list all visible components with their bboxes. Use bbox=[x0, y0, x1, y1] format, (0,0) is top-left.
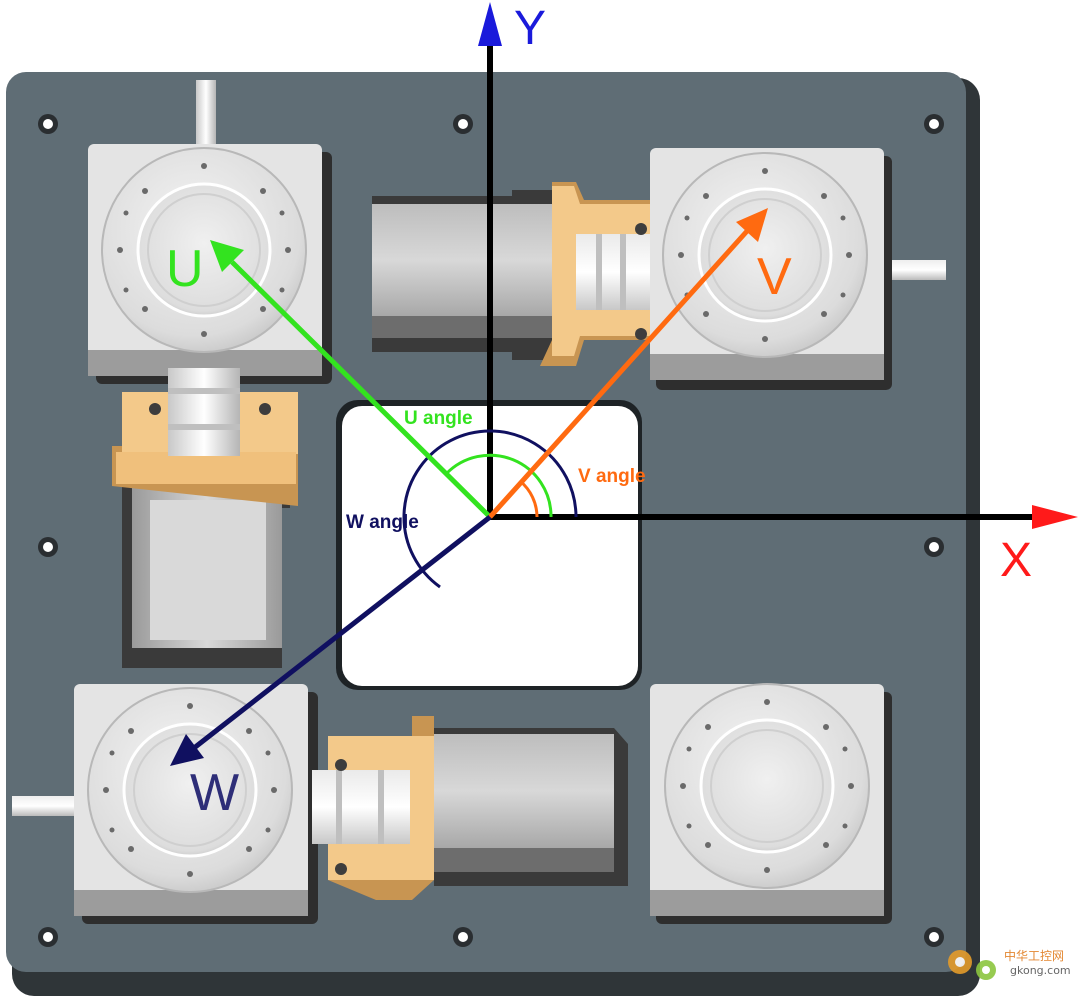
motor-bottom bbox=[312, 716, 628, 900]
screw-hole bbox=[38, 927, 58, 947]
flange-inner bbox=[697, 187, 833, 323]
flange-ring bbox=[708, 198, 822, 312]
screw-hole bbox=[38, 537, 58, 557]
flange-inner bbox=[122, 722, 258, 858]
motor-face bbox=[150, 500, 266, 640]
bolt-circle bbox=[103, 703, 277, 877]
watermark: 中华工控网 gkong.com bbox=[948, 948, 1071, 980]
module-w bbox=[12, 684, 318, 924]
flange-inner bbox=[136, 182, 272, 318]
screw-holes bbox=[38, 114, 944, 947]
screw-hole bbox=[453, 927, 473, 947]
shaft-w bbox=[12, 796, 78, 816]
coupling bbox=[312, 770, 410, 844]
coupling-groove bbox=[596, 234, 602, 310]
w-vector-line bbox=[192, 515, 492, 750]
w-vector-arrowhead bbox=[170, 734, 204, 766]
screw-hole bbox=[453, 114, 473, 134]
labels: U V W U angle V angle W angle bbox=[166, 240, 792, 822]
v-label: V bbox=[757, 248, 792, 306]
bolt bbox=[335, 863, 347, 875]
v-angle-label: V angle bbox=[578, 466, 646, 487]
y-axis-arrowhead bbox=[478, 2, 502, 46]
y-axis-label: Y bbox=[514, 2, 546, 55]
module-side bbox=[74, 890, 308, 916]
motor-side bbox=[372, 316, 552, 338]
coupling-groove bbox=[168, 424, 240, 430]
coupling-groove bbox=[336, 770, 342, 844]
shaft-u bbox=[196, 80, 216, 148]
coupling-groove bbox=[378, 770, 384, 844]
w-angle-label: W angle bbox=[346, 512, 419, 533]
coupling-groove bbox=[168, 388, 240, 394]
gear-icon bbox=[948, 950, 996, 980]
motor-body bbox=[434, 734, 614, 848]
module-u bbox=[88, 80, 332, 384]
u-label: U bbox=[166, 240, 204, 298]
w-label: W bbox=[190, 764, 239, 822]
w-angle-arc bbox=[402, 429, 578, 589]
flange-ring bbox=[147, 193, 261, 307]
motor-top bbox=[372, 182, 650, 366]
v-vector-line bbox=[488, 228, 750, 519]
x-axis-label: X bbox=[1000, 534, 1032, 587]
bolt bbox=[149, 403, 161, 415]
coupling bbox=[168, 368, 240, 456]
x-axis-arrowhead bbox=[1032, 505, 1078, 529]
u-angle-label: U angle bbox=[404, 408, 473, 429]
module-passive bbox=[650, 683, 892, 924]
motor-body bbox=[372, 204, 552, 316]
coupling-flange bbox=[116, 452, 296, 484]
bolt-circle bbox=[117, 163, 291, 337]
flange-inner bbox=[699, 718, 835, 854]
u-vector-arrowhead bbox=[210, 240, 244, 272]
coupling-groove bbox=[620, 234, 626, 310]
bolt-circle bbox=[680, 699, 854, 873]
module-v bbox=[650, 148, 946, 390]
module-side bbox=[650, 354, 884, 380]
screw-hole bbox=[924, 114, 944, 134]
watermark-url: gkong.com bbox=[1010, 964, 1071, 977]
screw-hole bbox=[924, 927, 944, 947]
shaft-v bbox=[884, 260, 946, 280]
bolt bbox=[635, 328, 647, 340]
screw-hole bbox=[924, 537, 944, 557]
bolt bbox=[259, 403, 271, 415]
motor-side bbox=[434, 848, 614, 872]
bolt bbox=[635, 223, 647, 235]
motor-left bbox=[112, 368, 298, 668]
bolt bbox=[335, 759, 347, 771]
flange-ring bbox=[710, 729, 824, 843]
vectors bbox=[170, 208, 768, 766]
u-vector-line bbox=[230, 260, 492, 519]
coupling bbox=[576, 234, 650, 310]
watermark-brand: 中华工控网 bbox=[1004, 948, 1064, 963]
flange-ring bbox=[133, 733, 247, 847]
module-side bbox=[650, 890, 884, 916]
v-vector-arrowhead bbox=[736, 208, 768, 242]
axes: Y X bbox=[478, 2, 1078, 587]
screw-hole bbox=[38, 114, 58, 134]
u-angle-arc bbox=[444, 453, 553, 518]
